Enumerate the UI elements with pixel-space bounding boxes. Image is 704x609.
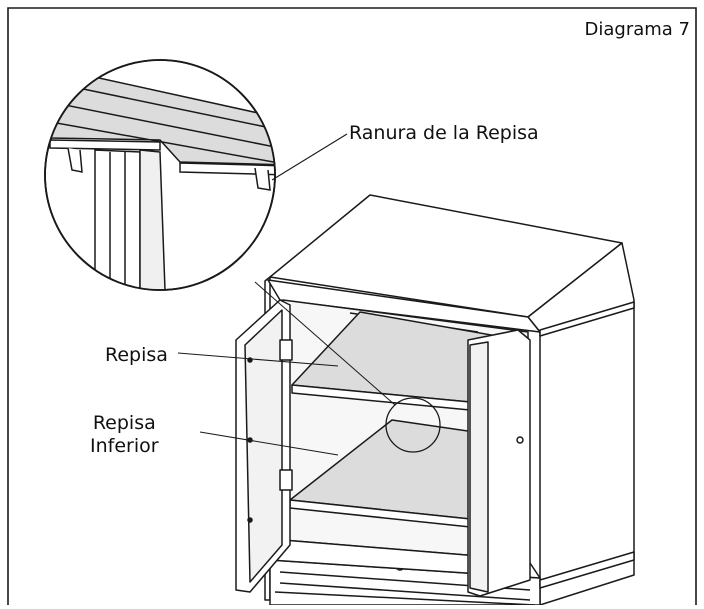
right-door-knob (516, 436, 524, 444)
diagram-title: Diagrama 7 (584, 19, 691, 40)
label-lower-shelf: Repisa Inferior (90, 412, 159, 458)
left-door (235, 299, 293, 593)
label-shelf-slot: Ranura de la Repisa (349, 122, 539, 144)
label-lower-shelf-line2: Inferior (90, 435, 159, 457)
leader-slot (271, 133, 348, 181)
label-shelf: Repisa (105, 344, 168, 366)
magnified-detail (44, 59, 276, 291)
right-door (467, 329, 531, 597)
leader-lower-shelf (199, 431, 339, 456)
leader-shelf (177, 352, 339, 367)
diagram-frame (7, 7, 697, 605)
leader-lines (177, 133, 348, 456)
detail-marker-circle (385, 397, 441, 453)
label-lower-shelf-line1: Repisa (92, 412, 156, 434)
